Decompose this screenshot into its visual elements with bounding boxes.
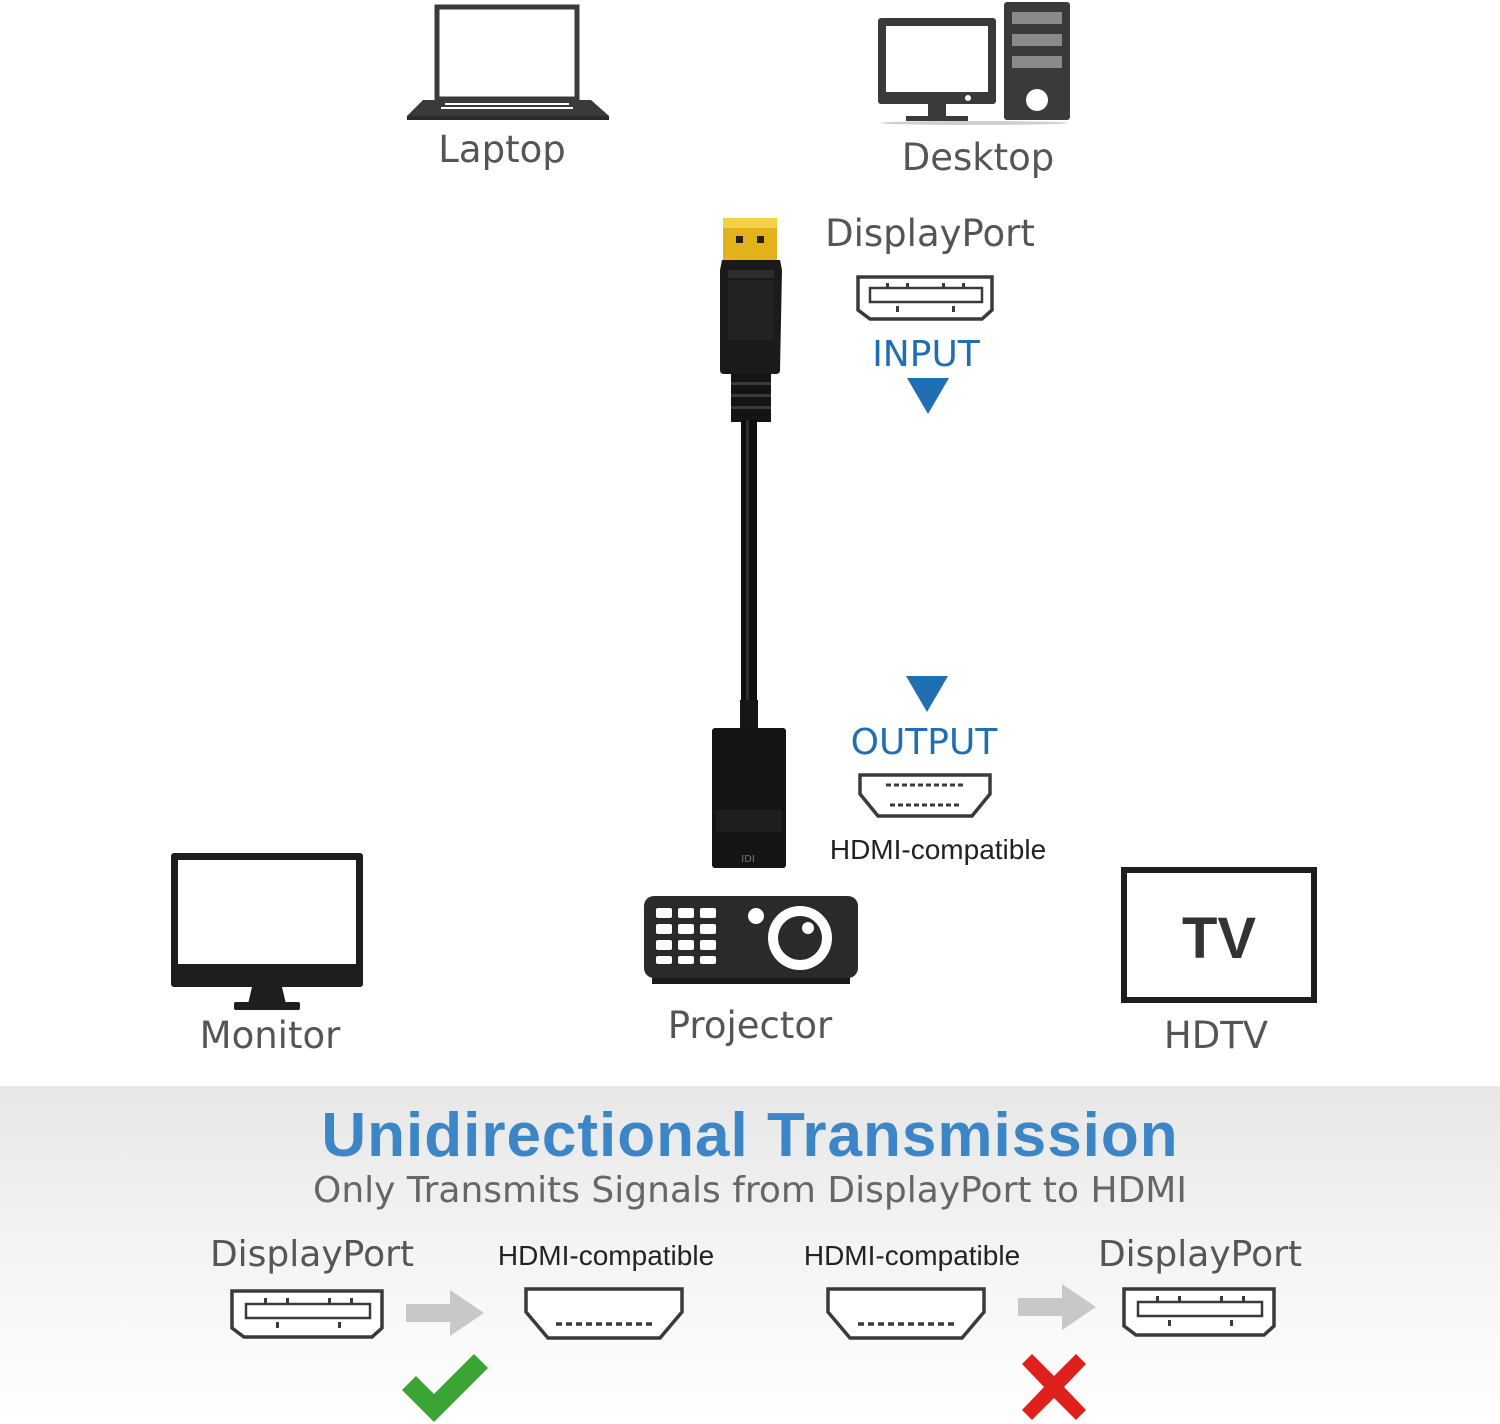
monitor-icon bbox=[171, 853, 363, 1010]
input-label: INPUT bbox=[872, 334, 980, 375]
invalid-hdmi-icon bbox=[826, 1287, 986, 1340]
displayport-input-icon bbox=[856, 275, 994, 321]
output-label: OUTPUT bbox=[850, 722, 998, 763]
input-port-label: DisplayPort bbox=[825, 212, 1035, 255]
tv-screen-text: TV bbox=[1182, 906, 1256, 971]
tv-icon: TV bbox=[1121, 867, 1317, 1003]
output-port-label: HDMI-compatible bbox=[829, 834, 1047, 865]
hdtv-label: HDTV bbox=[1163, 1014, 1269, 1057]
desktop-icon bbox=[878, 2, 1070, 125]
valid-hdmi-icon bbox=[524, 1287, 684, 1340]
invalid-arrow-icon bbox=[1018, 1284, 1096, 1330]
valid-arrow-icon bbox=[406, 1290, 484, 1336]
laptop-label: Laptop bbox=[438, 128, 566, 171]
invalid-to-label: DisplayPort bbox=[1097, 1234, 1303, 1275]
desktop-label: Desktop bbox=[901, 136, 1055, 179]
projector-icon bbox=[644, 896, 858, 984]
down-arrow-input-icon bbox=[907, 378, 949, 414]
cross-icon bbox=[1022, 1354, 1086, 1420]
monitor-label: Monitor bbox=[199, 1014, 341, 1057]
adapter-cable-icon: IDI bbox=[712, 218, 786, 868]
svg-text:IDI: IDI bbox=[741, 854, 755, 865]
transmission-title: Unidirectional Transmission bbox=[321, 1101, 1179, 1170]
invalid-from-label: HDMI-compatible bbox=[803, 1240, 1021, 1271]
check-icon bbox=[402, 1354, 488, 1422]
invalid-displayport-icon bbox=[1122, 1287, 1276, 1337]
valid-from-label: DisplayPort bbox=[209, 1234, 415, 1275]
transmission-subtitle: Only Transmits Signals from DisplayPort … bbox=[313, 1170, 1187, 1211]
projector-label: Projector bbox=[667, 1004, 833, 1047]
transmission-panel bbox=[0, 1086, 1500, 1424]
valid-to-label: HDMI-compatible bbox=[497, 1240, 715, 1271]
down-arrow-output-icon bbox=[906, 676, 948, 712]
valid-displayport-icon bbox=[230, 1289, 384, 1339]
laptop-icon bbox=[407, 4, 609, 120]
hdmi-output-icon bbox=[858, 773, 992, 818]
